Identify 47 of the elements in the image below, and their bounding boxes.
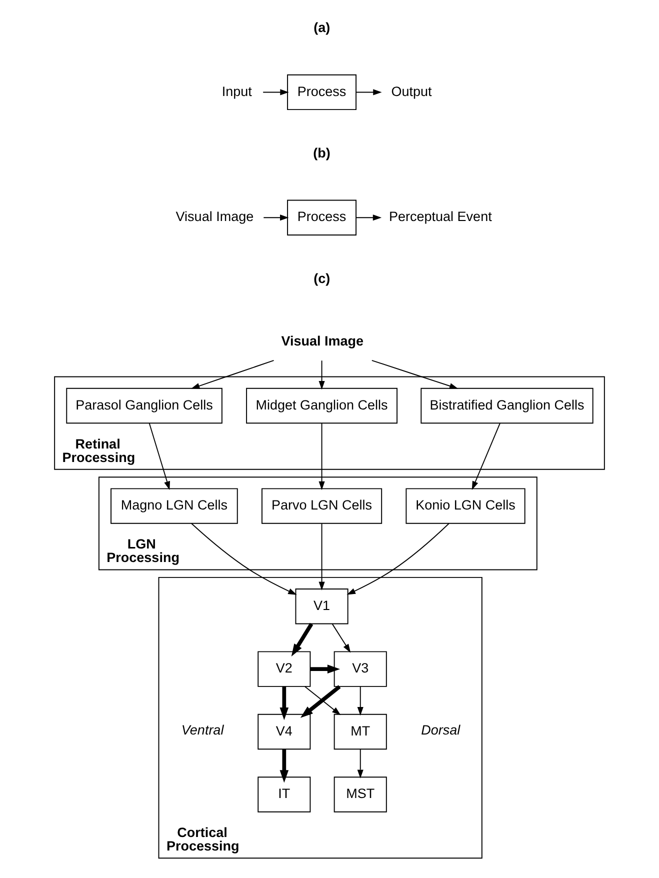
node-text: Visual Image	[176, 209, 254, 224]
arrow	[332, 623, 351, 653]
arrow	[346, 523, 450, 595]
arrow	[190, 360, 274, 389]
node-box: Konio LGN Cells	[406, 488, 526, 524]
label: Dorsal	[421, 722, 460, 738]
arrow	[191, 523, 297, 595]
node-box: IT	[258, 776, 311, 812]
arrow	[371, 360, 458, 389]
arrow	[148, 422, 170, 490]
node-box: MT	[334, 714, 387, 750]
arrow	[357, 748, 364, 778]
node-box: Parvo LGN Cells	[262, 488, 382, 524]
arrow	[472, 422, 500, 490]
node-box: V1	[295, 588, 348, 624]
node-text: Output	[391, 84, 432, 99]
arrow	[291, 622, 314, 656]
node-box: Midget Ganglion Cells	[246, 388, 398, 424]
node-box: V3	[334, 651, 387, 687]
node-box: Bistratified Ganglion Cells	[420, 388, 594, 424]
node-box: V2	[258, 651, 311, 687]
arrow	[262, 89, 289, 96]
arrow	[356, 89, 382, 96]
label: (a)	[314, 20, 330, 36]
arrow	[318, 360, 325, 390]
arrow	[300, 685, 341, 718]
node-box: V4	[258, 714, 311, 750]
arrow	[357, 686, 364, 716]
arrow	[280, 686, 289, 720]
label: (b)	[313, 146, 330, 161]
arrow	[318, 523, 325, 590]
node-box: Process	[287, 74, 357, 110]
node-box: Magno LGN Cells	[110, 488, 238, 524]
node-box: MST	[334, 776, 387, 812]
node-text: Visual Image	[281, 334, 364, 349]
arrow	[280, 749, 289, 783]
node-text: Perceptual Event	[389, 209, 492, 224]
arrow	[318, 422, 325, 490]
arrow	[310, 664, 340, 674]
arrow	[356, 214, 382, 221]
label: Ventral	[181, 722, 224, 738]
node-box: Process	[287, 200, 357, 236]
label: (c)	[314, 270, 330, 286]
arrow	[263, 214, 289, 221]
node-box: Parasol Ganglion Cells	[66, 388, 222, 424]
arrow	[304, 686, 341, 716]
node-text: Input	[222, 84, 252, 99]
